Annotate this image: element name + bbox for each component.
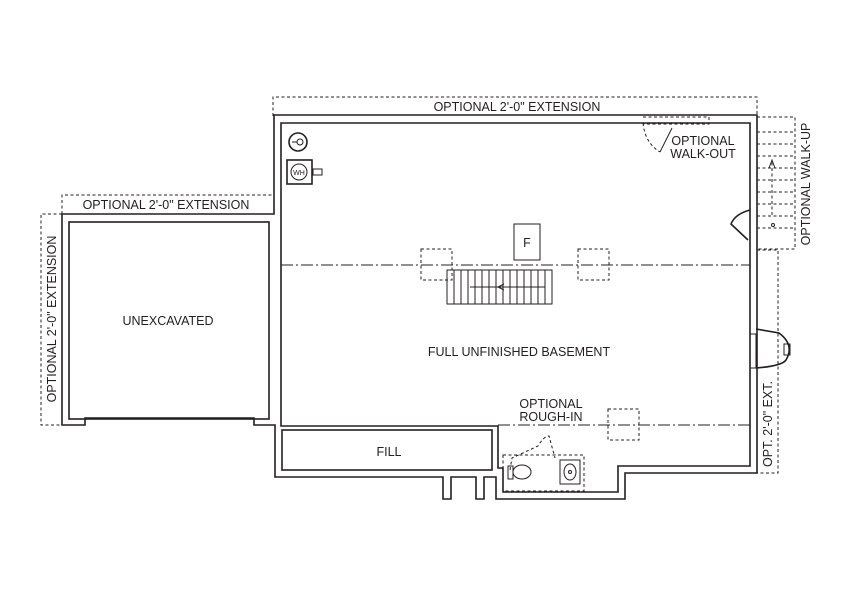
walk-out-label-line2: WALK-OUT bbox=[670, 147, 736, 161]
top-extension-label: OPTIONAL 2'-0" EXTENSION bbox=[434, 100, 601, 114]
right-extension-outline bbox=[757, 249, 779, 474]
left-top-extension-label: OPTIONAL 2'-0" EXTENSION bbox=[83, 198, 250, 212]
rough-in-bath bbox=[502, 435, 585, 492]
foundation-walls bbox=[61, 114, 758, 500]
room-labels: OPTIONAL 2'-0" EXTENSION OPTIONAL 2'-0" … bbox=[45, 100, 813, 467]
toilet-icon bbox=[512, 464, 532, 480]
optional-extensions bbox=[40, 96, 796, 474]
left-top-extension-outline bbox=[61, 194, 273, 214]
mechanical-equipment: WH bbox=[286, 132, 323, 185]
furnace: F bbox=[513, 223, 541, 261]
water-heater-label: WH bbox=[293, 170, 305, 177]
walk-out-door bbox=[642, 116, 710, 153]
sump-pit-icon bbox=[288, 132, 308, 152]
water-heater-icon bbox=[290, 163, 308, 181]
furnace-label: F bbox=[523, 236, 531, 250]
rough-in-label-line1: OPTIONAL bbox=[519, 397, 582, 411]
window-wells bbox=[730, 209, 791, 369]
top-extension-outline bbox=[272, 96, 758, 116]
outer-wall bbox=[61, 114, 758, 500]
post-pads bbox=[420, 248, 640, 441]
unexcavated-label: UNEXCAVATED bbox=[123, 314, 214, 328]
basement-stairs bbox=[446, 269, 553, 305]
inner-wall bbox=[280, 122, 751, 493]
walk-out-label-line1: OPTIONAL bbox=[671, 134, 734, 148]
left-side-extension-label: OPTIONAL 2'-0" EXTENSION bbox=[45, 236, 59, 403]
full-basement-label: FULL UNFINISHED BASEMENT bbox=[428, 345, 611, 359]
left-side-extension-outline bbox=[40, 213, 62, 426]
walk-up-stairs bbox=[757, 131, 795, 229]
window-well-upper bbox=[730, 209, 751, 241]
fill-area bbox=[281, 429, 493, 471]
window-well-lower bbox=[755, 328, 791, 369]
right-ext-label: OPT. 2'-0" EXT. bbox=[761, 381, 775, 467]
beam-lines bbox=[281, 264, 750, 426]
fill-label: FILL bbox=[376, 445, 401, 459]
water-heater-box bbox=[286, 159, 313, 185]
rough-in-outline bbox=[502, 454, 585, 492]
furnace-box bbox=[513, 223, 541, 261]
walk-up-label: OPTIONAL WALK-UP bbox=[799, 123, 813, 246]
unexcavated-area bbox=[68, 221, 270, 420]
walk-up-outline bbox=[756, 116, 796, 250]
rough-in-label-line2: ROUGH-IN bbox=[519, 410, 582, 424]
sink-icon bbox=[559, 459, 581, 485]
